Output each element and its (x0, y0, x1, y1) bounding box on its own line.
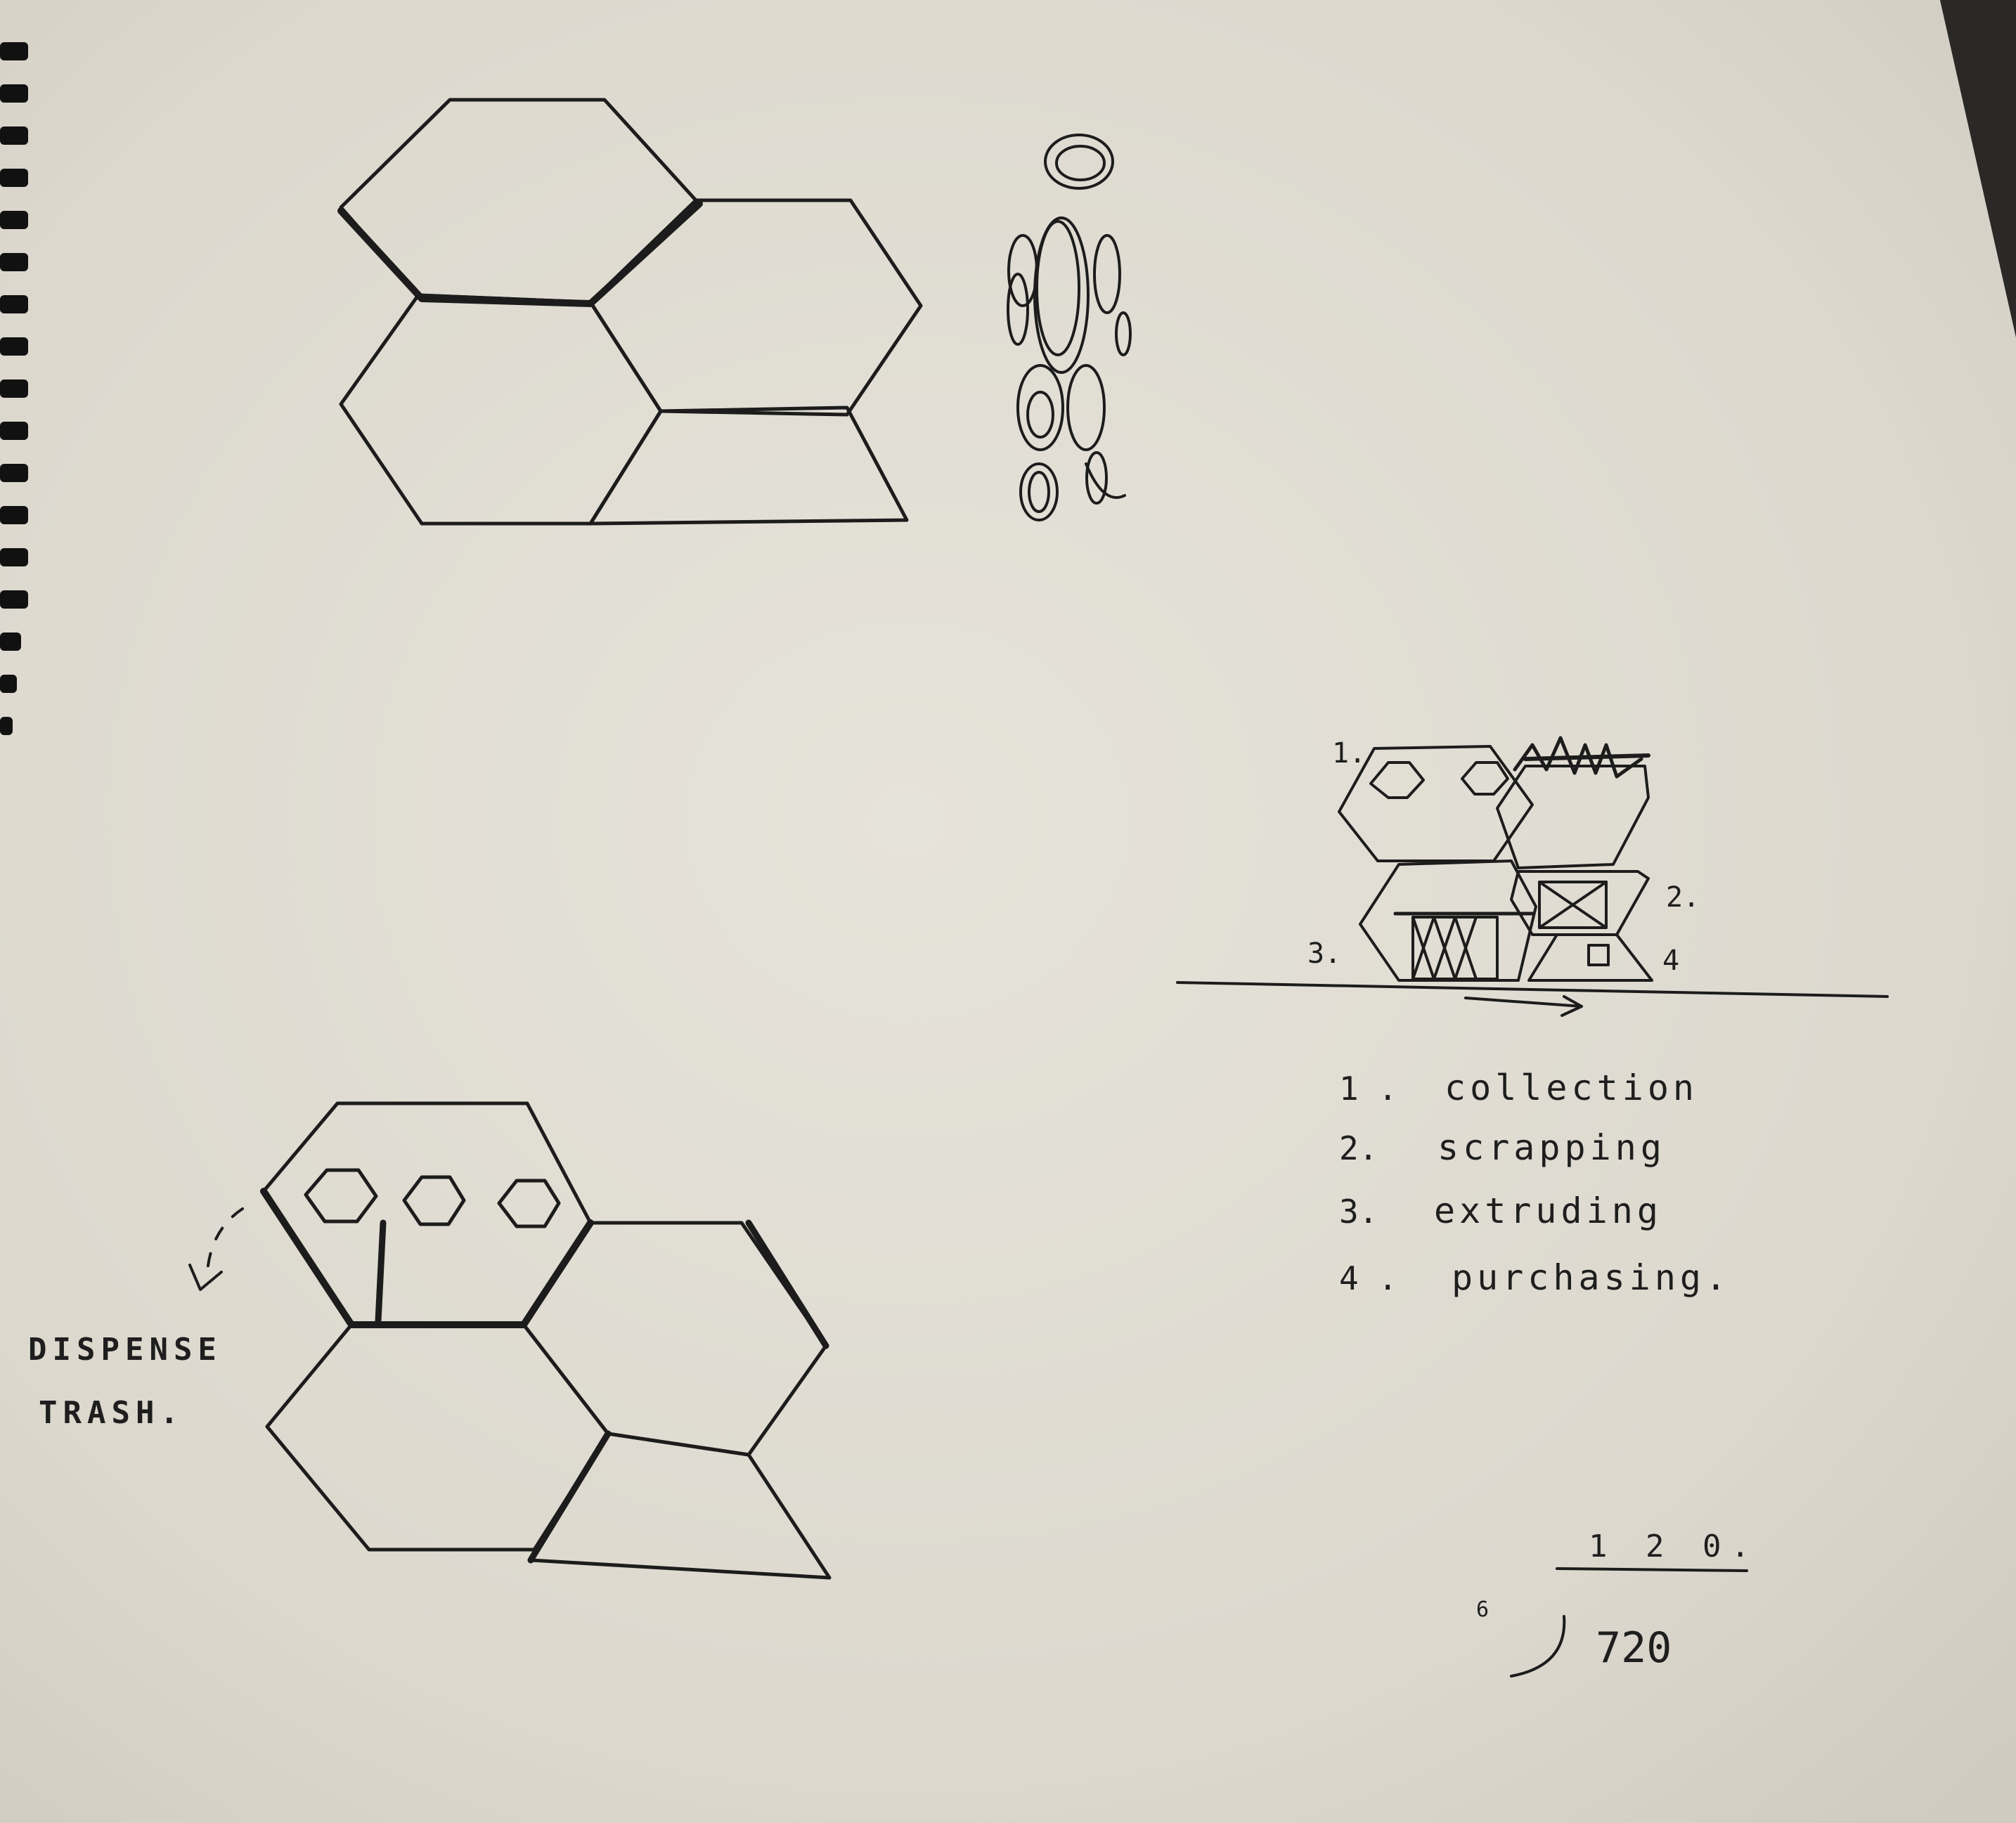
binding-ring (0, 548, 28, 566)
stack-label-1: 1. (1332, 737, 1366, 770)
binding-ring (0, 590, 28, 609)
binding-ring (0, 675, 17, 693)
binding-ring (0, 379, 28, 398)
division-divisor: 6 (1476, 1597, 1489, 1622)
binding-ring (0, 169, 28, 187)
binding-ring (0, 422, 28, 440)
stack-label-2: 2. (1666, 881, 1700, 914)
legend-num-3: 3. (1339, 1193, 1378, 1231)
binding-ring (0, 632, 21, 651)
legend-text-2: scrapping (1437, 1127, 1666, 1168)
division-dividend: 720 (1596, 1623, 1672, 1673)
spiral-binding (0, 42, 28, 735)
legend-text-4: purchasing. (1452, 1257, 1731, 1298)
stack-label-3: 3. (1307, 938, 1341, 970)
binding-ring (0, 253, 28, 271)
bottom-hexagon-cluster (188, 1101, 832, 1580)
division-quotient: 1 2 0. (1589, 1529, 1759, 1564)
top-hexagon-cluster (337, 98, 923, 526)
binding-ring (0, 84, 28, 103)
division-calculation: 1 2 0. 6 720 (1476, 1529, 1759, 1678)
legend-num-1: 1 . (1339, 1070, 1397, 1108)
legend-text-3: extruding (1434, 1191, 1662, 1231)
stacked-modules-sketch (1176, 736, 1889, 1017)
dispense-label-line1: DISPENSE (28, 1332, 222, 1368)
process-legend: 1 . collection 2. scrapping 3. extruding… (1339, 1068, 1731, 1298)
table-edge (1940, 0, 2016, 337)
dispense-label-line2: TRASH. (39, 1395, 184, 1431)
binding-ring (0, 295, 28, 313)
binding-ring (0, 42, 28, 60)
binding-ring (0, 506, 28, 524)
binding-ring (0, 126, 28, 145)
legend-num-4: 4 . (1339, 1259, 1397, 1297)
hexagon (588, 406, 909, 526)
binding-ring (0, 211, 28, 229)
human-figure-sketch (1007, 134, 1132, 521)
legend-num-2: 2. (1339, 1129, 1378, 1167)
binding-ring (0, 337, 28, 356)
binding-ring (0, 464, 28, 482)
stack-label-4: 4 (1662, 945, 1679, 977)
binding-ring (0, 717, 13, 735)
legend-text-1: collection (1445, 1068, 1698, 1108)
